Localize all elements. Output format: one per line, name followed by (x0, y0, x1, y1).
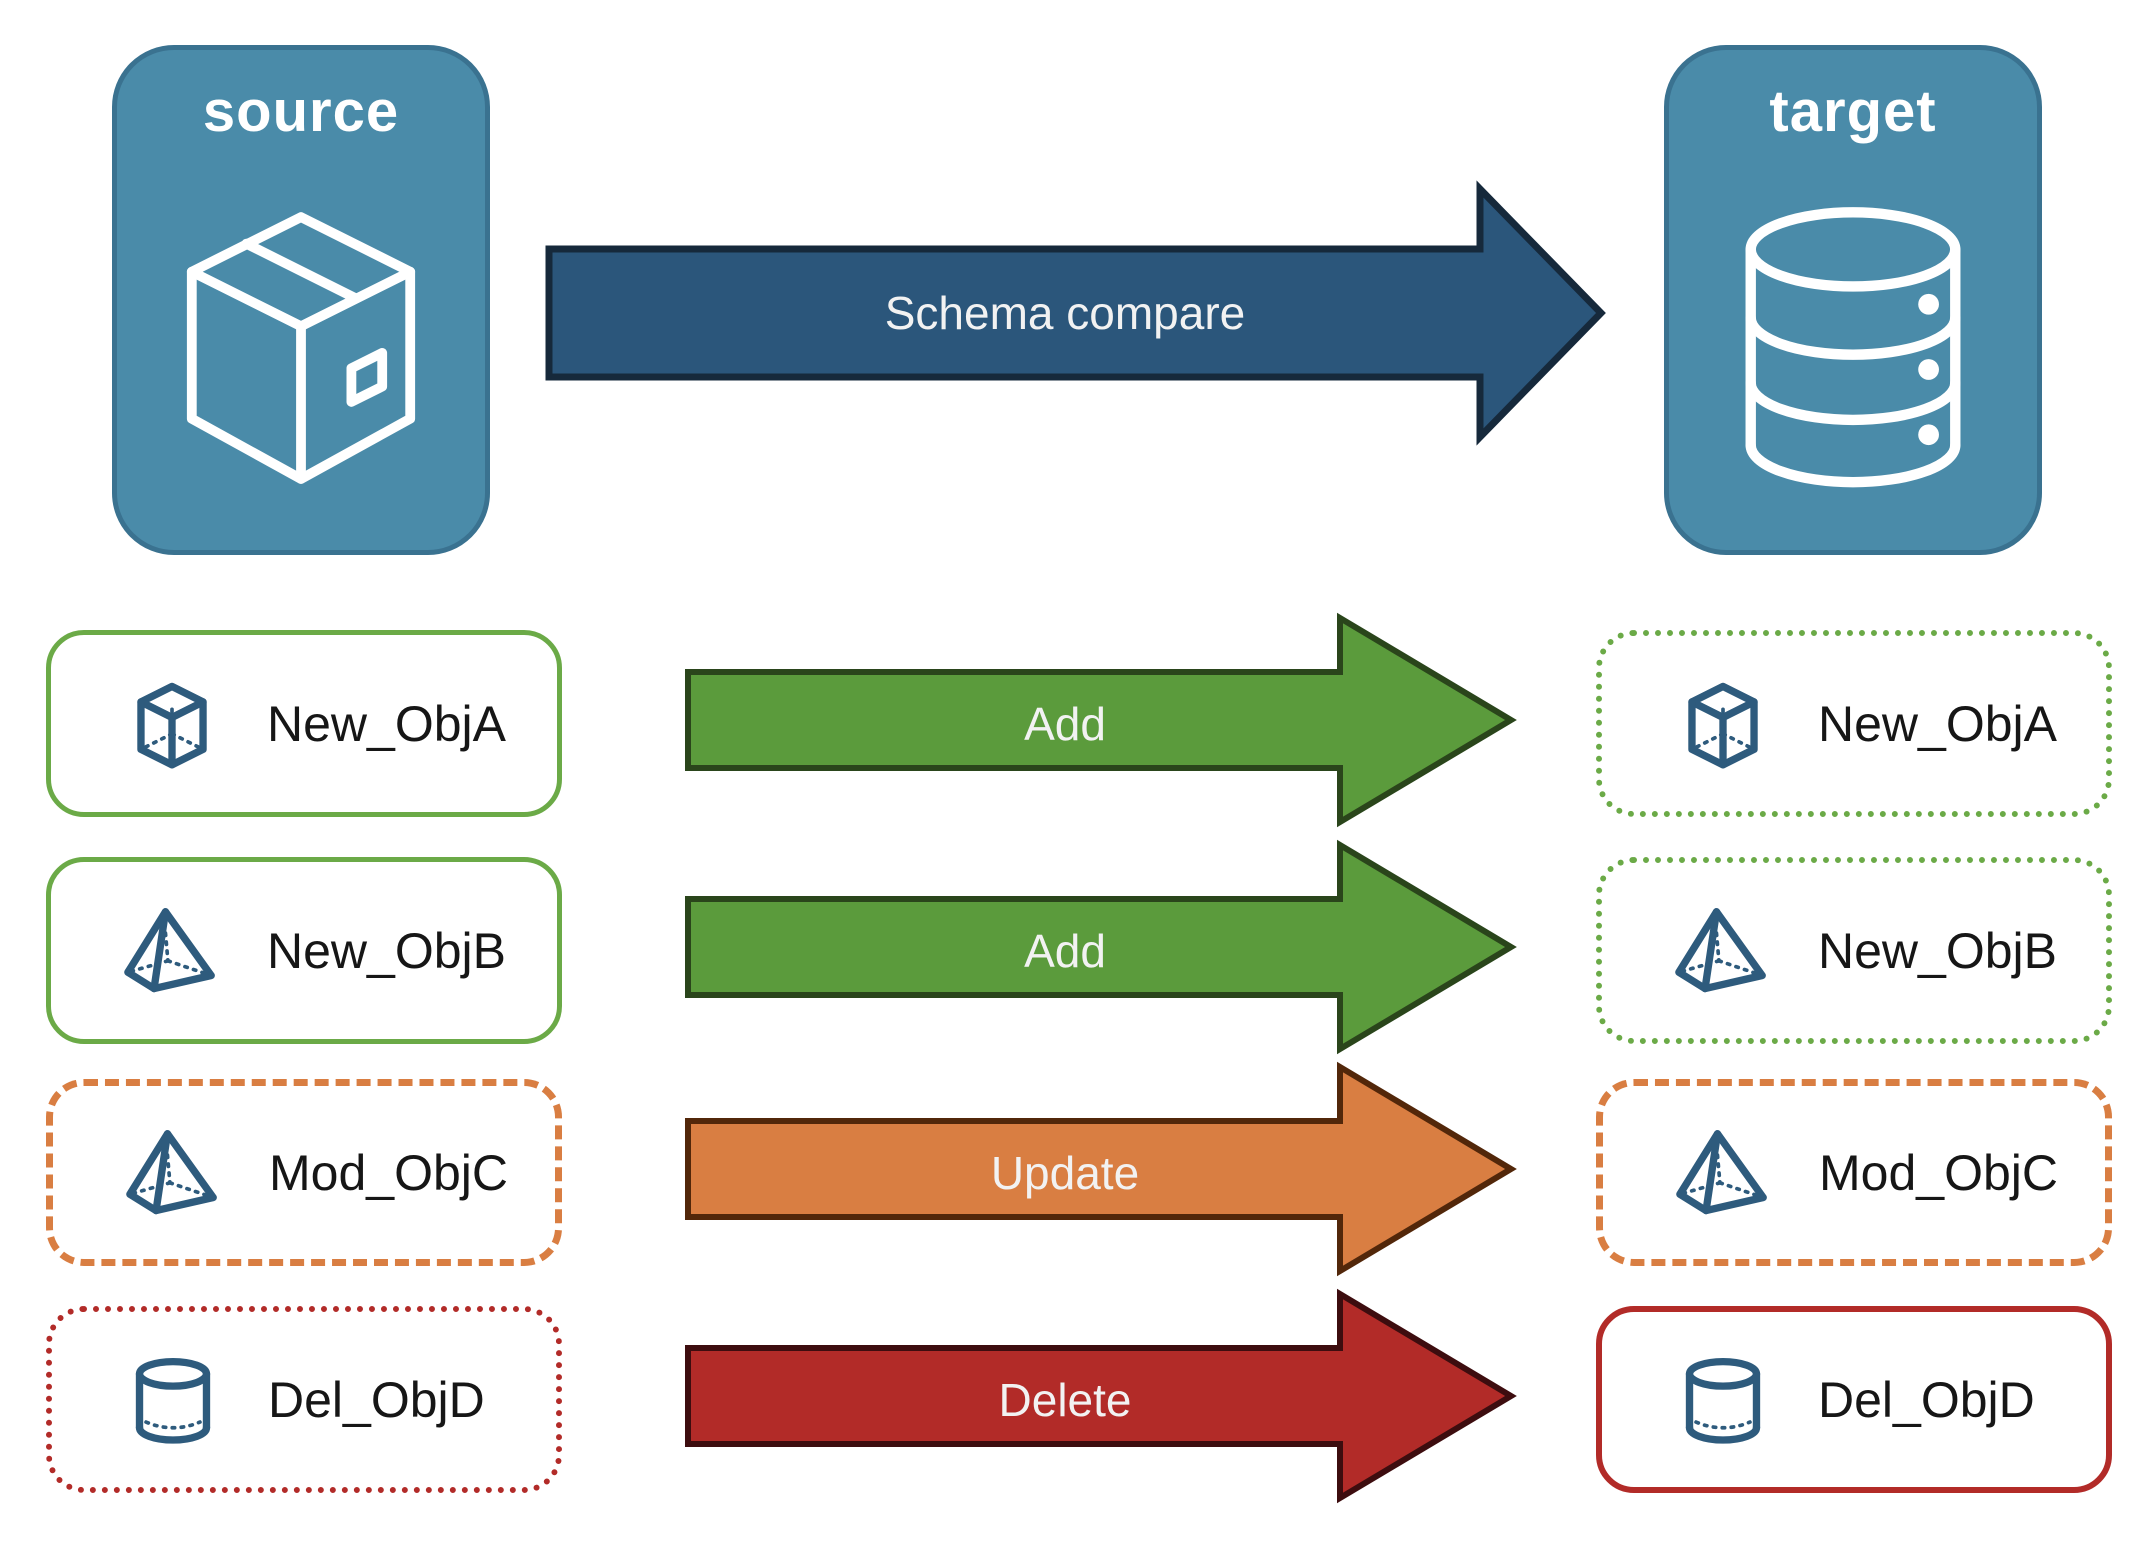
update-arrow-label: Update (990, 1146, 1140, 1199)
object-label: Mod_ObjC (269, 1144, 508, 1201)
diff-row-del-objd: Del_ObjD Delete Del_ObjD (0, 1288, 2150, 1504)
delete-arrow-shape (685, 1288, 1517, 1504)
object-label: Del_ObjD (268, 1371, 485, 1428)
schema-compare-arrow-shape (545, 180, 1606, 446)
source-item-new-objb: New_ObjB (46, 857, 562, 1044)
target-panel: target (1664, 45, 2042, 555)
add-arrow-row-1 (685, 612, 1517, 828)
cube-icon (123, 675, 221, 773)
source-panel: source (112, 45, 490, 555)
cylinder-icon (1674, 1351, 1772, 1449)
add-arrow-label: Add (1024, 924, 1106, 977)
add-arrow-label: Add (1024, 697, 1106, 750)
target-item-new-obja: New_ObjA (1596, 630, 2112, 817)
schema-compare-arrow-label: Schema compare (884, 287, 1246, 339)
cube-icon (1674, 675, 1772, 773)
target-item-new-objb: New_ObjB (1596, 857, 2112, 1044)
database-icon (1669, 145, 2037, 550)
add-arrow-shape (685, 612, 1517, 828)
object-label: New_ObjB (267, 922, 506, 979)
target-panel-label: target (1769, 79, 1937, 144)
update-arrow-row-3 (685, 1061, 1517, 1277)
add-arrow-row-2 (685, 839, 1517, 1055)
object-label: Del_ObjD (1818, 1371, 2035, 1428)
schema-compare-arrow (545, 180, 1606, 446)
diff-row-new-objb: New_ObjB Add New_ObjB (0, 839, 2150, 1055)
source-item-mod-objc: Mod_ObjC (46, 1079, 562, 1266)
object-label: New_ObjA (267, 695, 506, 752)
target-item-mod-objc: Mod_ObjC (1596, 1079, 2112, 1266)
target-item-del-objd: Del_ObjD (1596, 1306, 2112, 1493)
add-arrow-shape (685, 839, 1517, 1055)
update-arrow-shape (685, 1061, 1517, 1277)
diff-row-new-obja: New_ObjA Add New_ObjA (0, 612, 2150, 828)
delete-arrow-row-4 (685, 1288, 1517, 1504)
source-item-new-obja: New_ObjA (46, 630, 562, 817)
object-label: Mod_ObjC (1819, 1144, 2058, 1201)
cylinder-icon (124, 1351, 222, 1449)
pyramid-icon (1675, 1124, 1773, 1222)
source-item-del-objd: Del_ObjD (46, 1306, 562, 1493)
diff-row-mod-objc: Mod_ObjC Update Mod_ObjC (0, 1061, 2150, 1277)
pyramid-icon (1674, 902, 1772, 1000)
object-label: New_ObjA (1818, 695, 2057, 752)
pyramid-icon (123, 902, 221, 1000)
object-label: New_ObjB (1818, 922, 2057, 979)
delete-arrow-label: Delete (998, 1373, 1132, 1426)
source-panel-label: source (202, 79, 400, 144)
pyramid-icon (125, 1124, 223, 1222)
package-icon (117, 145, 485, 550)
